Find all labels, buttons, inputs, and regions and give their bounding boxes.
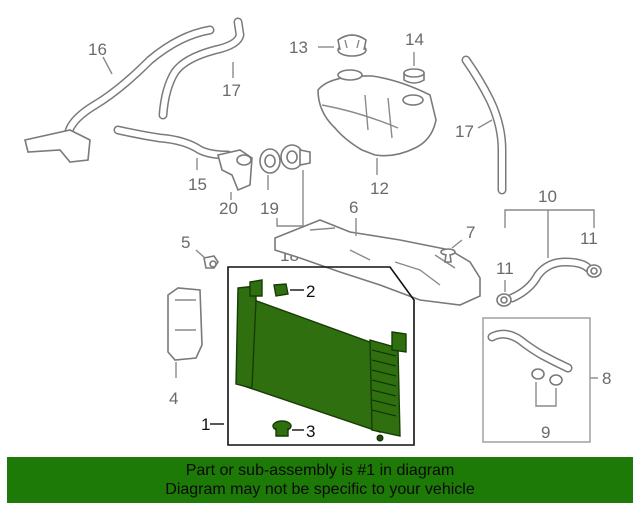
callout-17-left: 17 — [222, 81, 241, 100]
callout-17-right: 17 — [455, 122, 474, 141]
part-4-deflector[interactable] — [167, 287, 203, 361]
callout-15: 15 — [188, 175, 207, 194]
callout-4: 4 — [169, 389, 178, 408]
callout-3: 3 — [306, 422, 315, 441]
inset-box-8 — [482, 317, 591, 443]
leader-10 — [504, 209, 595, 228]
banner-line-1: Part or sub-assembly is #1 in diagram — [185, 462, 455, 479]
callout-6: 6 — [349, 198, 358, 217]
part-1-radiator[interactable] — [235, 279, 407, 442]
part-14-cap[interactable] — [403, 68, 425, 84]
part-18-thermostat[interactable] — [280, 144, 311, 170]
callout-5: 5 — [181, 233, 190, 252]
radiator-box — [227, 266, 415, 446]
callout-19: 19 — [260, 199, 279, 218]
callout-12: 12 — [370, 179, 389, 198]
part-2-plug[interactable] — [273, 283, 289, 297]
part-7-push-pin[interactable] — [440, 248, 456, 263]
part-15-hose[interactable] — [113, 125, 233, 160]
part-19-gasket[interactable] — [259, 148, 281, 174]
part-9-clamps[interactable] — [531, 368, 563, 386]
part-10-lower-hose[interactable] — [507, 257, 593, 303]
leader-17-right — [477, 119, 493, 129]
parts-diagram: 16 17 15 20 19 18 13 — [24, 17, 611, 446]
leader-7 — [451, 239, 463, 249]
part-20-thermostat-housing[interactable] — [217, 149, 253, 192]
callout-10: 10 — [538, 187, 557, 206]
info-banner: Part or sub-assembly is #1 in diagram Di… — [7, 457, 633, 503]
callout-14: 14 — [405, 30, 424, 49]
leader-18 — [276, 170, 304, 227]
callout-7: 7 — [466, 223, 475, 242]
part-11-clamp-right[interactable] — [586, 264, 602, 278]
part-8-hose-assembly[interactable] — [487, 329, 573, 373]
leader-9 — [535, 382, 557, 407]
part-17-hose-right[interactable] — [461, 55, 507, 195]
callout-2: 2 — [306, 282, 315, 301]
part-16-upper-hose[interactable] — [24, 25, 215, 163]
callout-16: 16 — [88, 40, 107, 59]
callout-11-left: 11 — [496, 259, 514, 278]
callout-9: 9 — [541, 423, 550, 442]
callout-1: 1 — [201, 415, 210, 434]
leader-5 — [195, 249, 206, 259]
part-12-coolant-reservoir[interactable] — [317, 69, 437, 157]
leader-16 — [102, 56, 113, 75]
part-17-hose-left[interactable] — [158, 17, 245, 120]
callout-8: 8 — [602, 369, 611, 388]
banner-line-2: Diagram may not be specific to your vehi… — [165, 481, 475, 498]
callout-11-right: 11 — [580, 229, 598, 248]
callout-13: 13 — [289, 38, 308, 57]
part-11-clamp-left[interactable] — [496, 293, 512, 307]
part-13-reservoir-cap[interactable] — [337, 34, 367, 57]
part-5-bolt[interactable] — [203, 255, 219, 269]
part-3-drain-cock[interactable] — [272, 420, 292, 437]
callout-20: 20 — [219, 199, 238, 218]
